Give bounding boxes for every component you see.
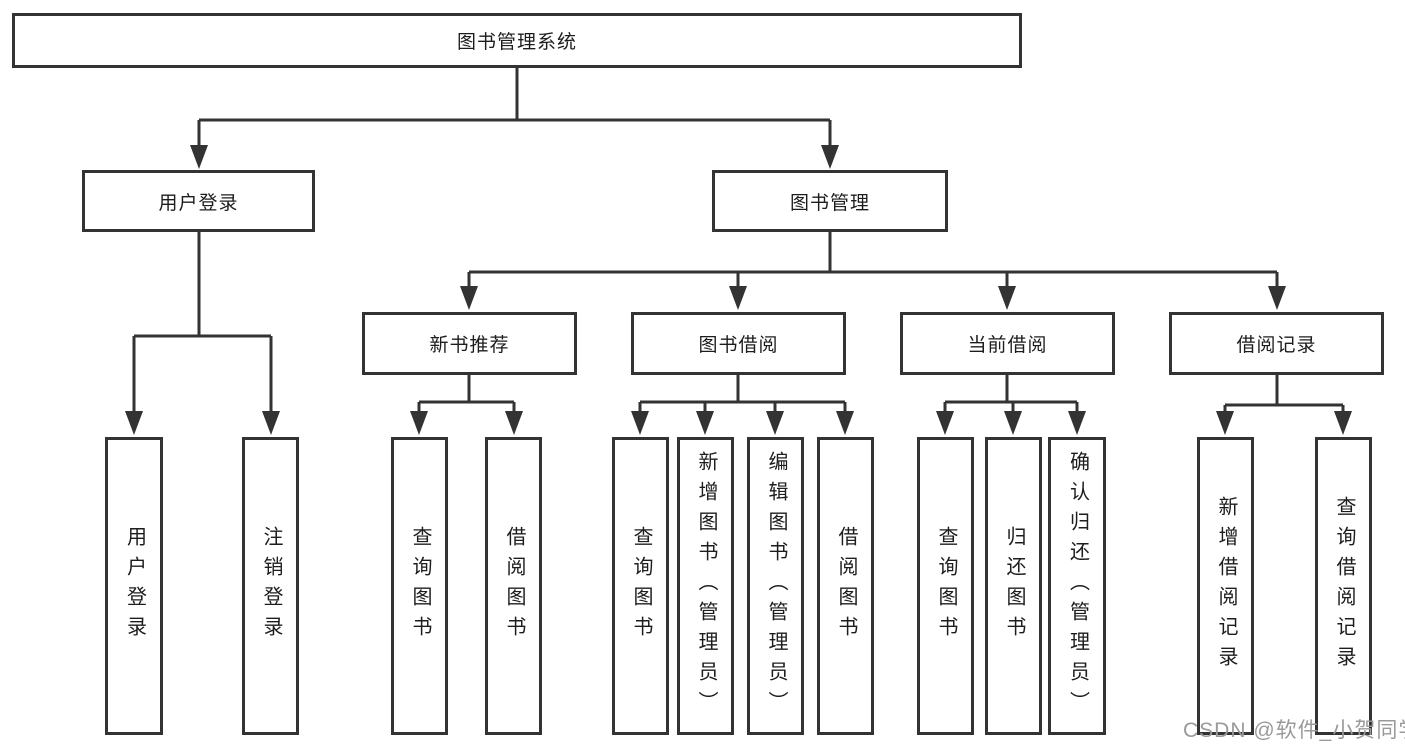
leaf-label: 注销登录 [260,526,282,646]
arrow-down-icon [729,286,747,310]
leaf-return-book: 归还图书 [985,437,1042,735]
leaf-query-book-2: 查询图书 [612,437,669,735]
leaf-label: 用户登录 [123,526,146,646]
connector-group-book-borrow [631,374,854,435]
node-user-login: 用户登录 [82,170,315,232]
arrow-down-icon [631,411,649,435]
connector-group-book-management [460,232,1286,310]
leaf-user-login: 用户登录 [105,437,163,735]
arrow-down-icon [821,145,839,169]
arrow-down-icon [1216,411,1234,435]
node-label: 图书借阅 [698,335,779,356]
leaf-query-borrow-record: 查询借阅记录 [1315,437,1372,735]
leaf-label: 新增借阅记录 [1215,496,1237,676]
leaf-label: 借阅图书 [503,526,525,646]
leaf-label: 编辑图书（管理员） [765,451,787,721]
connector-group-borrow-record [1216,374,1352,435]
node-label: 新书推荐 [429,335,510,356]
arrow-down-icon [262,411,280,435]
arrow-down-icon [1334,411,1352,435]
leaf-borrow-book-1: 借阅图书 [485,437,542,735]
connector-group-user-login [125,232,280,435]
arrow-down-icon [505,411,523,435]
leaf-add-book-admin: 新增图书（管理员） [677,437,734,735]
node-root-system: 图书管理系统 [12,13,1022,68]
leaf-add-borrow-record: 新增借阅记录 [1197,437,1254,735]
arrow-down-icon [1004,411,1022,435]
leaf-query-book-1: 查询图书 [391,437,448,735]
leaf-confirm-return-admin: 确认归还（管理员） [1048,437,1106,735]
leaf-label: 新增图书（管理员） [695,451,717,721]
node-label: 当前借阅 [967,335,1048,356]
node-new-book-recommend: 新书推荐 [362,312,577,375]
arrow-down-icon [696,411,714,435]
node-book-borrow: 图书借阅 [631,312,846,375]
arrow-down-icon [125,411,143,435]
arrow-down-icon [766,411,784,435]
leaf-label: 归还图书 [1003,526,1025,646]
csdn-watermark: CSDN @软件_小贺同学 [1183,719,1405,742]
node-book-management: 图书管理 [712,170,948,232]
leaf-logout: 注销登录 [242,437,299,735]
node-label: 图书管理 [789,192,870,214]
connector-group-new-book [410,374,523,435]
connector-group-root [190,68,839,169]
node-label: 图书管理系统 [456,32,577,53]
leaf-label: 查询借阅记录 [1333,496,1355,676]
connector-group-current-borrow [936,374,1086,435]
arrow-down-icon [936,411,954,435]
leaf-edit-book-admin: 编辑图书（管理员） [747,437,804,735]
arrow-down-icon [1068,411,1086,435]
arrow-down-icon [998,286,1016,310]
node-label: 用户登录 [158,192,239,214]
node-borrow-record: 借阅记录 [1169,312,1384,375]
node-current-borrow: 当前借阅 [900,312,1115,375]
node-label: 借阅记录 [1236,335,1317,356]
arrow-down-icon [836,411,854,435]
arrow-down-icon [410,411,428,435]
leaf-label: 确认归还（管理员） [1066,451,1089,721]
leaf-borrow-book-2: 借阅图书 [817,437,874,735]
arrow-down-icon [1268,286,1286,310]
leaf-label: 查询图书 [630,526,652,646]
arrow-down-icon [190,145,208,169]
leaf-label: 查询图书 [409,526,431,646]
leaf-label: 查询图书 [935,526,957,646]
leaf-label: 借阅图书 [835,526,857,646]
arrow-down-icon [460,286,478,310]
leaf-query-book-3: 查询图书 [917,437,974,735]
